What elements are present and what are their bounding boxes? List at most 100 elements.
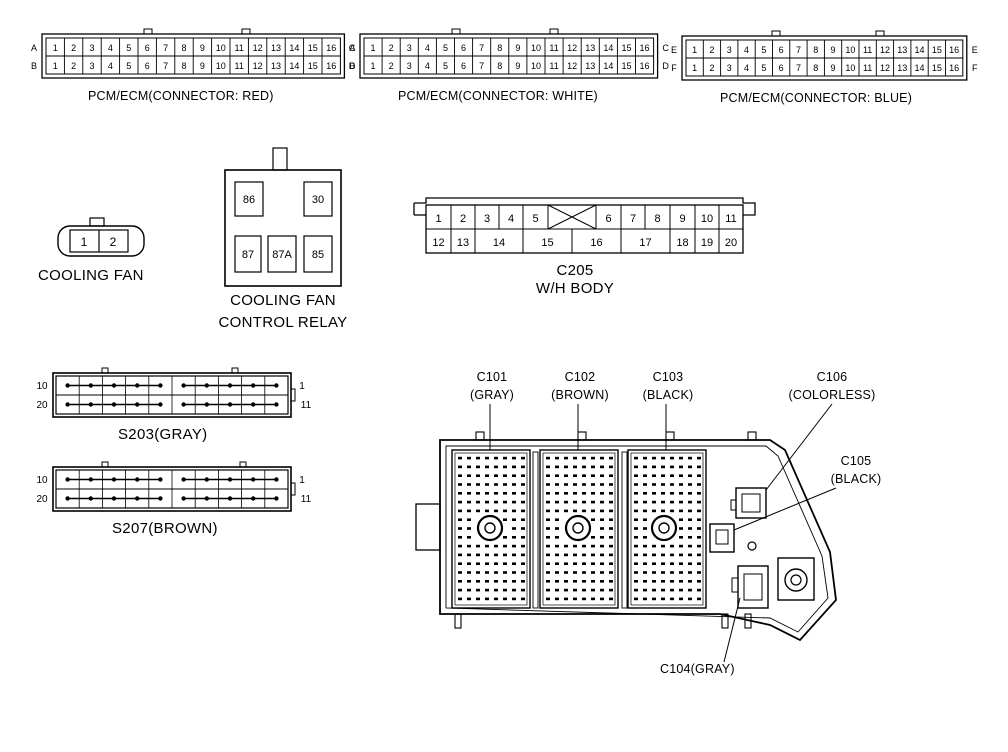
c106-leader-line: [765, 403, 833, 491]
c102-block-cavity: [582, 571, 586, 574]
c101-block-cavity: [458, 465, 462, 469]
relay-title-line1: COOLING FAN: [230, 292, 336, 309]
c205-pin-label: 13: [457, 237, 469, 249]
pcm-red-connector-pin-label-bottom: 11: [235, 61, 244, 71]
pcm-blue-connector-pin-label-bottom: 6: [779, 63, 784, 73]
c103-block-cavity: [670, 456, 674, 460]
pcm-red-connector-pin-label-bottom: 12: [253, 61, 263, 71]
c102-block-cavity: [600, 456, 604, 460]
c103-block-cavity: [688, 580, 692, 583]
pcm-white-connector-pin-label-bottom: 11: [549, 61, 558, 71]
c102-block-cavity: [591, 571, 595, 574]
pcm-blue-connector-pin-label-top: 8: [813, 45, 818, 55]
pcm-red-connector-pin-label-top: 12: [253, 43, 263, 53]
pcm-red-connector: 1122334455667788991010111112121313141415…: [31, 28, 355, 79]
c102-block-cavity: [582, 483, 586, 486]
c101-block-cavity: [503, 588, 507, 592]
c102-block-cavity: [573, 456, 577, 460]
c101-block-cavity: [485, 544, 489, 548]
c102-block-cavity: [600, 597, 604, 601]
c102-block-cavity: [582, 474, 586, 477]
pcm-blue-connector-pin-label-bottom: 5: [761, 63, 766, 73]
c102-block-cavity: [555, 492, 559, 495]
c102-block-cavity: [600, 553, 604, 557]
c103-block-cavity: [688, 492, 692, 495]
c102-block-cavity: [600, 465, 604, 469]
c103-block-cavity: [697, 597, 701, 601]
c101-block-cavity: [476, 492, 480, 495]
c102-block-cavity: [564, 465, 568, 469]
c103-block-cavity: [670, 553, 674, 557]
c103-block-cavity: [688, 597, 692, 601]
c101-block-cavity: [458, 544, 462, 548]
pcm-blue-connector-pin-label-bottom: 9: [831, 63, 836, 73]
c102-block-cavity: [591, 483, 595, 486]
pcm-red-connector-pin-label-bottom: 8: [181, 61, 186, 71]
c205-title-line2: W/H BODY: [535, 280, 615, 297]
c205-title: C205 W/H BODY: [520, 262, 630, 298]
c104-callout: C104(GRAY): [660, 662, 735, 676]
c102-block-cavity: [555, 588, 559, 592]
c103-block-cavity: [661, 492, 665, 495]
c101-block-cavity: [485, 571, 489, 574]
c102-block-cavity: [582, 597, 586, 601]
c103-block-cavity: [670, 562, 674, 565]
relay-body: [224, 169, 342, 287]
c101-block-cavity: [485, 580, 489, 583]
c101-block-cavity: [494, 562, 498, 565]
c101-block-cavity: [512, 536, 516, 539]
c102-block-cavity: [564, 597, 568, 601]
c103-block-cavity: [643, 509, 647, 513]
c103-block-cavity: [661, 456, 665, 460]
c103-block-cavity: [670, 544, 674, 548]
relay-terminal-label: 86: [243, 194, 255, 206]
c101-block-cavity: [458, 588, 462, 592]
pcm-red-connector-pin-label-bottom: 13: [271, 61, 281, 71]
junction-box-stud: [790, 574, 802, 586]
pcm-white-connector-pin-label-top: 8: [497, 43, 502, 53]
pcm-white-connector-pin-label-bottom: 10: [531, 61, 541, 71]
c101-block-cavity: [467, 465, 471, 469]
c101-block-cavity: [458, 456, 462, 460]
c101-block-cavity: [503, 518, 507, 521]
c102-block-cavity: [609, 456, 613, 460]
c104-connector-latch: [731, 577, 739, 593]
c102-label: C102: [564, 370, 596, 384]
c101-block-cavity: [494, 588, 498, 592]
c102-block-cavity: [582, 588, 586, 592]
c101-block-cavity: [476, 474, 480, 477]
s203-title: S203(GRAY): [118, 426, 208, 443]
c101-block-cavity: [512, 562, 516, 565]
c103-block-cavity: [688, 483, 692, 486]
c101-block-cavity: [512, 500, 516, 504]
c101-block-cavity: [494, 456, 498, 460]
pcm-white-connector-row-letter-right: D: [662, 61, 669, 71]
pcm-red-connector-pin-label-top: 1: [53, 43, 58, 53]
c101-block-cavity: [476, 544, 480, 548]
c101-block-cavity: [485, 509, 489, 513]
pcm-red-connector-pin-label-top: 7: [163, 43, 168, 53]
c103-block-cavity: [652, 456, 656, 460]
c101-block-cavity: [494, 580, 498, 583]
c101-block-cavity: [458, 500, 462, 504]
c101-block-cavity: [467, 562, 471, 565]
c102-block-cavity: [609, 518, 613, 521]
c101-block-cavity: [521, 544, 525, 548]
c103-block-cavity: [679, 474, 683, 477]
c103-block-cavity: [643, 544, 647, 548]
c101-block-cavity: [494, 474, 498, 477]
junction-box-mount-peg: [744, 613, 752, 629]
c103-block-cavity: [634, 474, 638, 477]
c101-block-cavity: [485, 492, 489, 495]
c101-block-cavity: [494, 597, 498, 601]
junction-box-latch-tab: [577, 431, 587, 441]
c101-block-cavity: [467, 509, 471, 513]
c101-block-cavity: [494, 465, 498, 469]
c101-block-cavity: [494, 544, 498, 548]
c205-title-line1: C205: [556, 262, 594, 279]
c101-block-cavity: [503, 474, 507, 477]
c103-block-cavity: [670, 571, 674, 574]
c102-block-cavity: [600, 492, 604, 495]
c102-block-cavity: [546, 597, 550, 601]
c102-block-cavity: [600, 571, 604, 574]
